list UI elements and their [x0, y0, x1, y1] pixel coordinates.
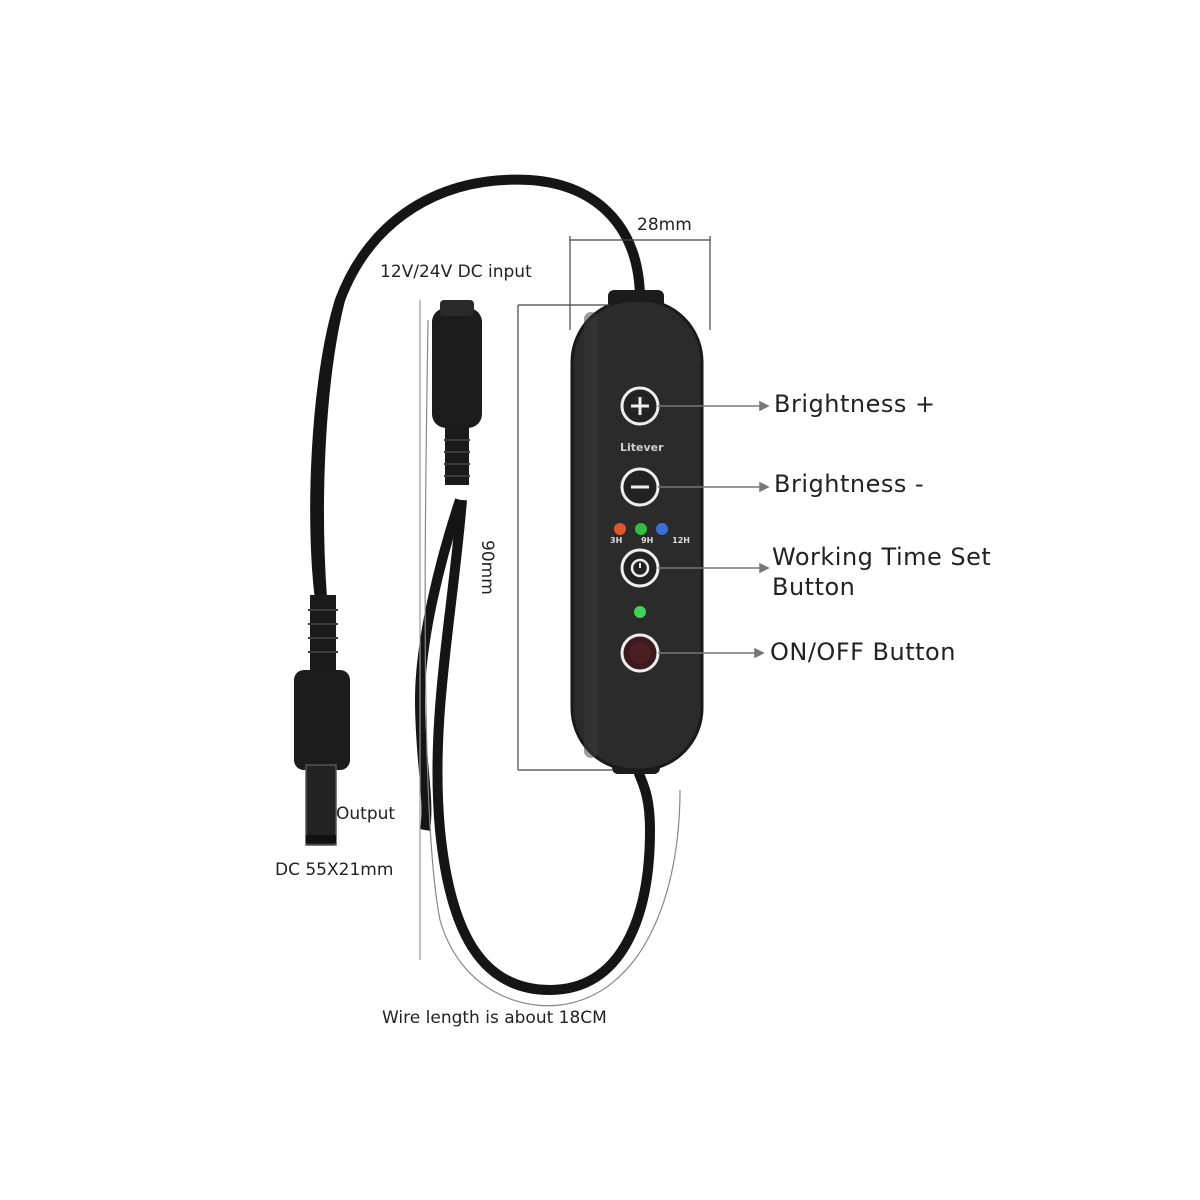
input-label: 12V/24V DC input	[380, 262, 532, 282]
height-dimension-label: 90mm	[477, 540, 497, 595]
callout-lines	[658, 400, 770, 659]
brightness-plus-button-graphic	[620, 386, 660, 426]
dimension-lines	[419, 236, 711, 1007]
timer-option-9h: 9H	[641, 536, 654, 545]
wire-length-label: Wire length is about 18CM	[382, 1008, 607, 1028]
brightness-minus-button-graphic	[620, 467, 660, 507]
connector-size-label: DC 55X21mm	[275, 860, 394, 880]
status-led	[634, 606, 646, 618]
output-label: Output	[336, 804, 396, 824]
brand-logo: Litever	[620, 441, 664, 454]
power-button-graphic	[620, 633, 660, 673]
timer-label-line2: Button	[772, 573, 856, 601]
timer-label-line1: Working Time Set	[772, 543, 992, 571]
width-dimension-label: 28mm	[637, 215, 692, 235]
brightness-plus-label: Brightness +	[774, 390, 936, 418]
timer-leds	[614, 523, 668, 535]
timer-button-graphic	[620, 548, 660, 588]
female-dc-jack	[432, 300, 482, 485]
timer-option-3h: 3H	[610, 536, 623, 545]
loop-cable	[432, 499, 656, 996]
male-dc-plug	[294, 595, 350, 846]
timer-option-12h: 12H	[672, 536, 690, 545]
timer-options: 3H 9H 12H	[610, 536, 690, 545]
power-label: ON/OFF Button	[770, 638, 956, 666]
brightness-minus-label: Brightness -	[774, 470, 925, 498]
